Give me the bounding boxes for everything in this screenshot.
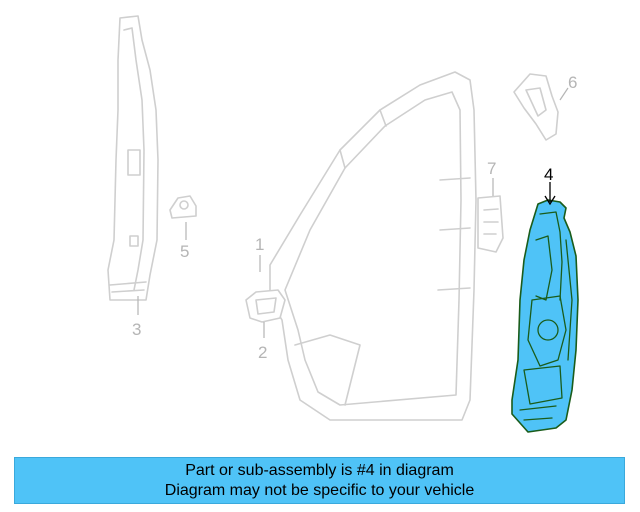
- part-7-bracket: [477, 195, 504, 253]
- part-5-clip: [169, 195, 197, 219]
- callout-2: 2: [258, 343, 267, 362]
- callout-5: 5: [180, 242, 189, 261]
- banner-line-2: Diagram may not be specific to your vehi…: [164, 481, 475, 499]
- callout-6: 6: [568, 73, 577, 92]
- banner-line-1: Part or sub-assembly is #4 in diagram: [185, 461, 454, 479]
- parts-diagram: 1 2 3 4 5 6 7: [107, 15, 579, 433]
- part-6-bracket: [513, 73, 559, 141]
- part-2-bracket: [245, 289, 286, 323]
- door-frame: [269, 71, 477, 421]
- part-4-highlighted: [511, 199, 579, 433]
- callout-3: 3: [132, 320, 141, 339]
- info-banner: Part or sub-assembly is #4 in diagram Di…: [14, 457, 625, 504]
- part-3-pillar: [107, 15, 159, 301]
- callout-1: 1: [255, 235, 264, 254]
- callout-leaders: [137, 87, 569, 338]
- callout-4: 4: [544, 165, 553, 184]
- callout-7: 7: [487, 159, 496, 178]
